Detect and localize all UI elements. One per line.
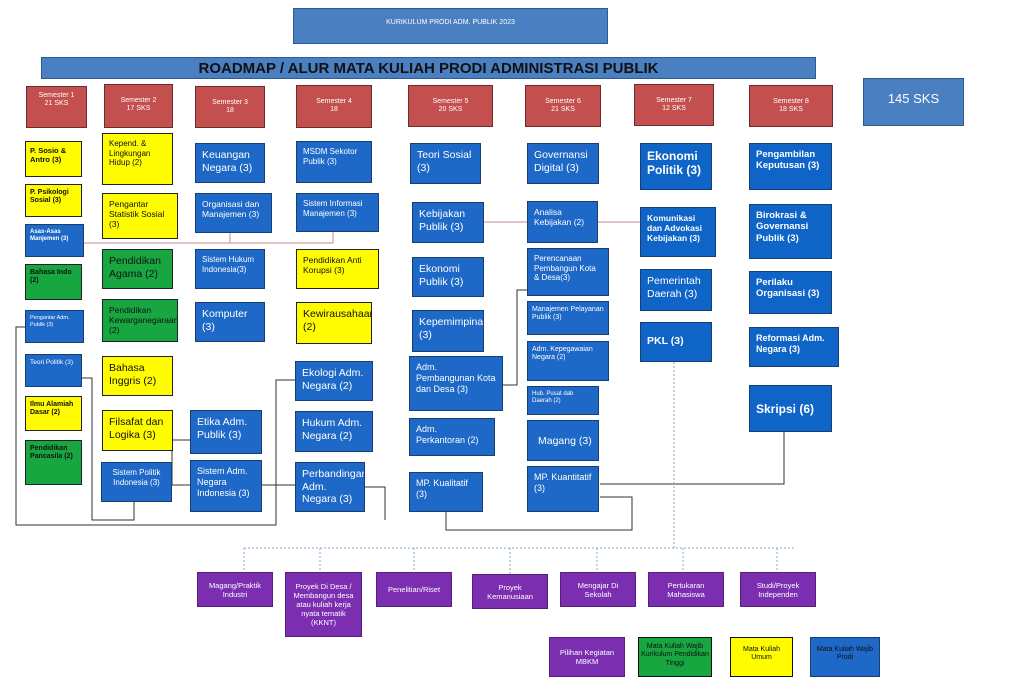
course-sistem-hukum-indonesia: Sistem Hukum Indonesia(3)	[195, 249, 265, 289]
semester-label: Semester 4	[316, 98, 352, 105]
course-adm-kepegawaian: Adm. Kepegawaian Negara (2)	[527, 341, 609, 381]
semester-sks: 18	[226, 107, 234, 115]
mbkm-proyek-desa: Proyek Di Desa / Membangun desa atau kul…	[285, 572, 362, 637]
course-msdm-sektor-publik: MSDM Sekotor Publik (3)	[296, 141, 372, 183]
course-kebijakan-publik: Kebijakan Publik (3)	[412, 202, 484, 243]
course-sistem-informasi-manajemen: Sistem Informasi Manajemen (3)	[296, 193, 379, 232]
course-mp-kuantitatif: MP. Kuantitatif (3)	[527, 466, 599, 512]
course-etika-adm-publik: Etika Adm. Publik (3)	[190, 410, 262, 454]
course-skripsi: Skripsi (6)	[749, 385, 832, 432]
legend-wajib-dikti: Mata Kuliah Wajib Kurikulum Pendidikan T…	[638, 637, 712, 677]
course-kewirausahaan: Kewirausahaan (2)	[296, 302, 372, 344]
course-reformasi-adm-negara: Reformasi Adm. Negara (3)	[749, 327, 839, 367]
course-adm-pembangunan: Adm. Pembangunan Kota dan Desa (3)	[409, 356, 503, 411]
course-ekologi-adm-negara: Ekologi Adm. Negara (2)	[295, 361, 373, 401]
course-governansi-digital: Governansi Digital (3)	[527, 143, 599, 184]
semester-sks: 17 SKS	[126, 105, 151, 113]
course-pengantar-adm-publik: Pengantar Adm. Publik (3)	[25, 310, 84, 343]
legend-mku: Mata Kuliah Umum	[730, 637, 793, 677]
course-pengambilan-keputusan: Pengambilan Keputusan (3)	[749, 143, 832, 190]
course-psikologi-sosial: P. Psikologi Sosial (3)	[25, 184, 82, 217]
course-keuangan-negara: Keuangan Negara (3)	[195, 143, 265, 183]
mbkm-magang-industri: Magang/Praktik Industri	[197, 572, 273, 607]
roadmap-title-banner: ROADMAP / ALUR MATA KULIAH PRODI ADMINIS…	[41, 57, 816, 79]
semester-label: Semester 2	[120, 97, 157, 104]
course-adm-perkantoran: Adm. Perkantoran (2)	[409, 418, 495, 456]
semester-sks: 20 SKS	[438, 106, 463, 114]
course-manajemen-pelayanan: Manajemen Pelayanan Publik (3)	[527, 301, 609, 335]
semester-sks: 12 SKS	[662, 105, 686, 113]
course-kewarganegaraan: Pendidikan Kewarganegaraan (2)	[102, 299, 178, 342]
course-magang: Magang (3)	[527, 420, 599, 461]
course-perencanaan-pembangun: Perencanaan Pembangun Kota & Desa(3)	[527, 248, 609, 296]
course-kepemimpinan: Kepemimpinan (3)	[412, 310, 484, 352]
legend-wajib-prodi: Mata Kuliah Wajib Prodi	[810, 637, 880, 677]
course-filsafat-logika: Filsafat dan Logika (3)	[102, 410, 173, 451]
course-pkl: PKL (3)	[640, 322, 712, 362]
course-teori-politik: Teori Politik (3)	[25, 354, 82, 387]
course-komputer: Komputer (3)	[195, 302, 265, 342]
course-teori-sosial: Teori Sosial (3)	[410, 143, 481, 184]
course-pendidikan-pancasila: Pendidikan Pancasila (2)	[25, 440, 82, 485]
course-anti-korupsi: Pendidikan Anti Korupsi (3)	[296, 249, 379, 289]
legend-mbkm: Pilihan Kegiatan MBKM	[549, 637, 625, 677]
total-sks-box: 145 SKS	[863, 78, 964, 126]
semester-sks: 18 SKS	[779, 106, 803, 114]
course-asas-manajemen: Asas-Asas Manjemen (3)	[25, 224, 84, 257]
course-analisa-kebijakan: Analisa Kebijakan (2)	[527, 201, 598, 243]
course-pendidikan-agama: Pendidikan Agama (2)	[102, 249, 173, 289]
course-kependudukan: Kepend. & Lingkungan Hidup (2)	[102, 133, 173, 185]
mbkm-pertukaran-mahasiswa: Pertukaran Mahasiswa	[648, 572, 724, 607]
roadmap-title: ROADMAP / ALUR MATA KULIAH PRODI ADMINIS…	[198, 60, 659, 77]
course-bahasa-inggris: Bahasa Inggris (2)	[102, 356, 173, 396]
mbkm-penelitian-riset: Penelitian/Riset	[376, 572, 452, 607]
course-hub-pusat-daerah: Hub. Pusat dab Daerah (2)	[527, 386, 599, 415]
mbkm-proyek-kemanusiaan: Proyek Kemanusiaan	[472, 574, 548, 609]
mbkm-studi-independen: Studi/Proyek Independen	[740, 572, 816, 607]
course-ekonomi-publik: Ekonomi Publik (3)	[412, 257, 484, 297]
course-birokrasi-governansi: Birokrasi & Governansi Publik (3)	[749, 204, 832, 259]
semester-label: Semester 5	[432, 98, 469, 105]
course-sistem-adm-negara: Sistem Adm. Negara Indonesia (3)	[190, 460, 262, 512]
semester-label: Semester 7	[656, 97, 692, 104]
course-organisasi-manajemen: Organisasi dan Manajemen (3)	[195, 193, 272, 233]
course-hukum-adm-negara: Hukum Adm. Negara (2)	[295, 411, 373, 452]
semester-label: Semester 3	[212, 99, 248, 106]
course-bahasa-indo: Bahasa Indo (2)	[25, 264, 82, 300]
semester-sks: 21 SKS	[44, 100, 69, 108]
course-ilmu-alamiah-dasar: Ilmu Alamiah Dasar (2)	[25, 396, 82, 431]
course-sistem-politik-indonesia: Sistem Politik Indonesia (3)	[101, 462, 172, 502]
semester-label: Semester 8	[773, 98, 809, 105]
course-sosio-antro: P. Sosio & Antro (3)	[25, 141, 82, 177]
course-komunikasi-advokasi: Komunikasi dan Advokasi Kebijakan (3)	[640, 207, 716, 257]
course-perbandingan-adm-negara: Perbandingan Adm. Negara (3)	[295, 462, 365, 512]
curriculum-title-box: KURIKULUM PRODI ADM. PUBLIK 2023	[293, 8, 608, 44]
course-perilaku-organisasi: Perilaku Organisasi (3)	[749, 271, 832, 314]
semester-label: Semester 6	[545, 98, 581, 105]
course-statistik-sosial: Pengantar Statistik Sosial (3)	[102, 193, 178, 239]
semester-sks: 18	[330, 106, 338, 114]
course-pemerintah-daerah: Pemerintah Daerah (3)	[640, 269, 712, 311]
semester-label: Semester 1	[38, 92, 75, 99]
course-ekonomi-politik: Ekonomi Politik (3)	[640, 143, 712, 190]
course-mp-kualitatif: MP. Kualitatif (3)	[409, 472, 483, 512]
semester-sks: 21 SKS	[551, 106, 575, 114]
mbkm-mengajar-sekolah: Mengajar Di Sekolah	[560, 572, 636, 607]
